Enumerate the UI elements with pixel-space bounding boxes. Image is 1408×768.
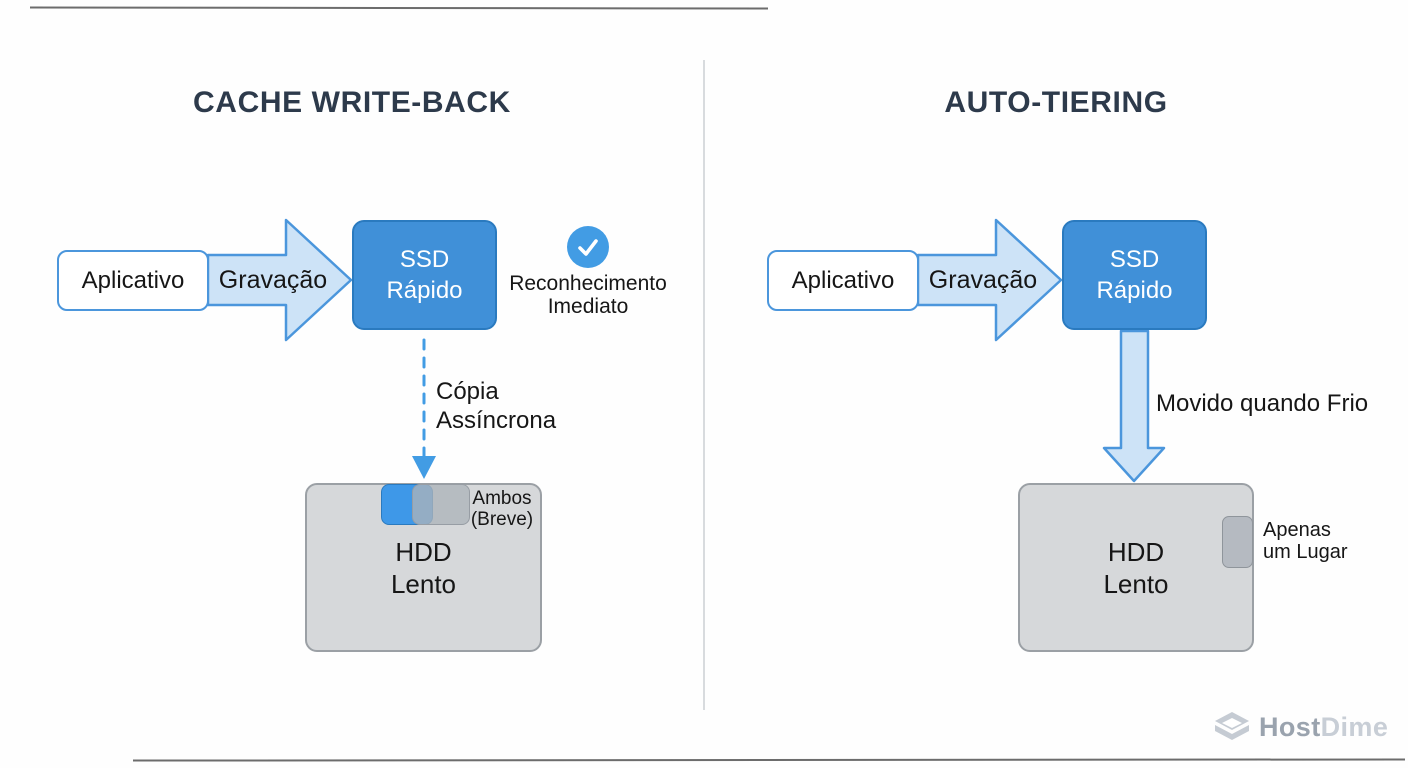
panel-divider xyxy=(703,60,705,710)
right-write-arrow xyxy=(916,218,1063,342)
right-hdd-box xyxy=(1018,483,1254,652)
left-ssd-box: SSD Rápido xyxy=(352,220,497,330)
left-write-arrow-label: Gravação xyxy=(218,266,328,294)
check-icon xyxy=(567,226,609,268)
copy-label: Cópia Assíncrona xyxy=(436,378,557,434)
hostdime-logo-text: HostDime xyxy=(1259,712,1388,743)
hostdime-cube-icon xyxy=(1215,712,1249,740)
right-app-label: Aplicativo xyxy=(791,266,895,294)
left-app-label: Aplicativo xyxy=(81,266,185,294)
hostdime-logo: HostDime xyxy=(1213,710,1388,744)
right-write-arrow-label: Gravação xyxy=(928,266,1038,294)
logo-dime: Dime xyxy=(1320,711,1389,742)
left-app-box: Aplicativo xyxy=(57,250,209,311)
right-ssd-box: SSD Rápido xyxy=(1062,220,1207,330)
top-edge-line xyxy=(29,6,769,10)
right-panel-title: AUTO-TIERING xyxy=(944,86,1168,119)
async-copy-dashed-arrow xyxy=(412,338,436,479)
right-hdd-label: HDD Lento xyxy=(1103,537,1169,599)
move-label: Movido quando Frio xyxy=(1156,390,1369,417)
ack-label: Reconhecimento Imediato xyxy=(509,272,667,319)
tier-down-arrow xyxy=(1102,329,1166,483)
both-label: Ambos (Breve) xyxy=(470,488,534,531)
one-place-block-icon xyxy=(1222,516,1253,568)
cache-block-hdd-icon xyxy=(412,484,470,525)
check-glyph xyxy=(578,239,598,256)
left-hdd-label: HDD Lento xyxy=(390,537,457,599)
logo-host: Host xyxy=(1259,711,1321,742)
left-panel-title: CACHE WRITE-BACK xyxy=(193,86,511,119)
left-write-arrow xyxy=(206,218,353,342)
right-app-box: Aplicativo xyxy=(767,250,919,311)
bottom-edge-line xyxy=(132,758,1406,762)
one-place-label: Apenas um Lugar xyxy=(1263,519,1348,564)
